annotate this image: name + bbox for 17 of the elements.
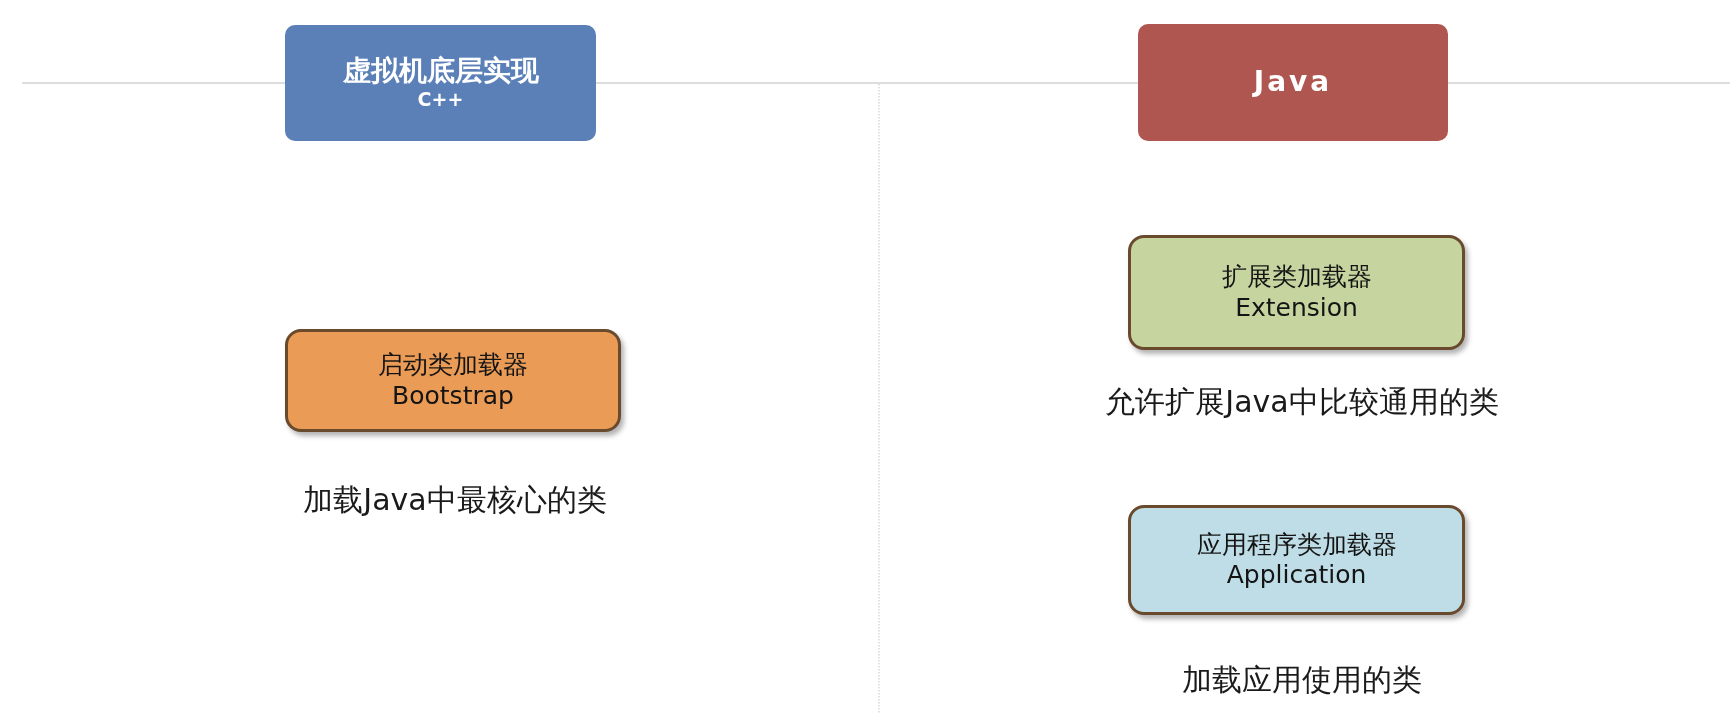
rounded-box [1128,505,1465,615]
box-title: 应用程序类加载器 [1196,529,1397,560]
caption-text: 加载应用使用的类 [1182,662,1422,698]
caption-text: 加载Java中最核心的类 [303,482,607,518]
box-subtitle: Bootstrap [392,380,514,411]
box-title: Java [1253,65,1333,100]
header-box [285,25,596,141]
box-subtitle: Application [1226,560,1367,591]
box-title: 虚拟机底层实现 [342,54,539,89]
caption-text: 允许扩展Java中比较通用的类 [1105,384,1499,420]
rounded-box [285,329,621,432]
box-subtitle: C++ [417,88,464,112]
box-subtitle: Extension [1235,292,1358,323]
header-box [1138,24,1448,141]
rounded-box [1128,235,1465,350]
box-title: 扩展类加载器 [1221,262,1372,293]
box-title: 启动类加载器 [378,350,528,381]
